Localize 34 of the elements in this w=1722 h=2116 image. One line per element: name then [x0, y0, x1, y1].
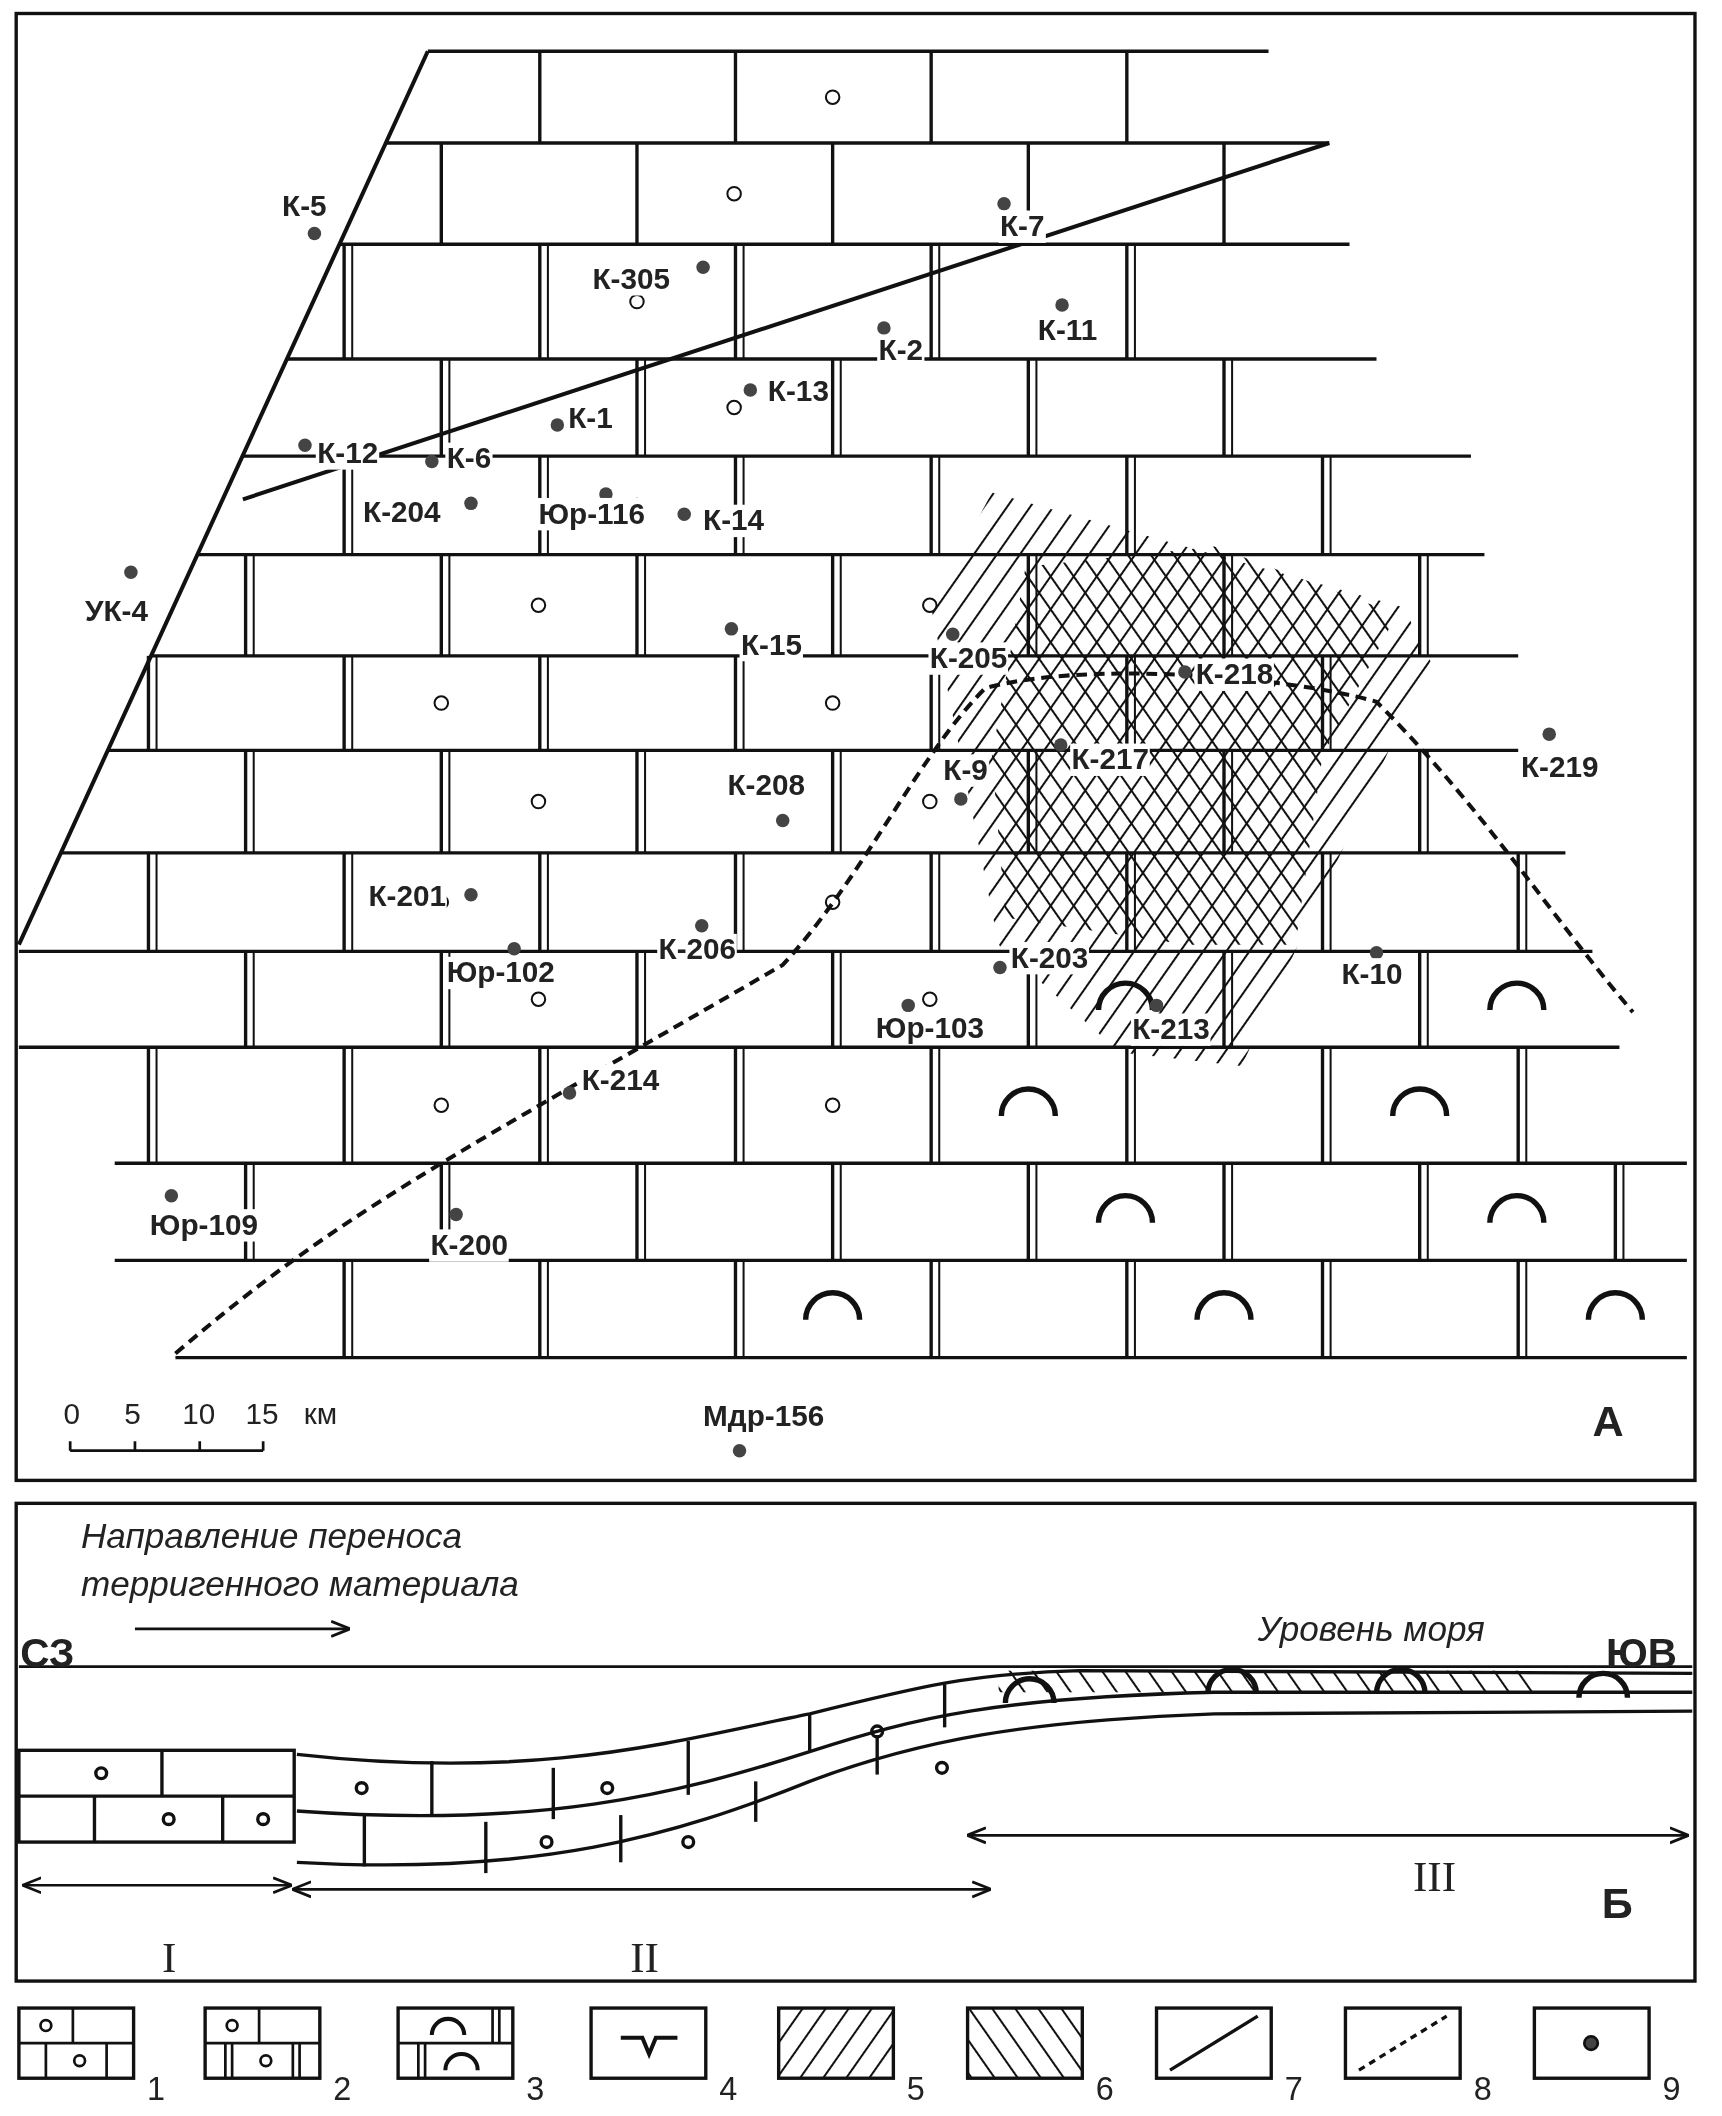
roman-numeral: II: [630, 1933, 659, 1982]
well-label: К-14: [701, 504, 766, 538]
well-label: К-203: [1009, 941, 1090, 975]
panel-letter: Б: [1601, 1879, 1633, 1928]
well-label: К-218: [1194, 658, 1275, 692]
direction-label: ЮВ: [1605, 1630, 1677, 1675]
panel-letter: А: [1592, 1398, 1624, 1446]
legend-number: 7: [1284, 2071, 1303, 2108]
well-label: Юр-109: [148, 1209, 260, 1242]
annotation-text: Направление переноса терригенного материала: [80, 1514, 520, 1608]
scale-number: 0: [63, 1398, 80, 1431]
well-label: Юр-102: [445, 956, 557, 990]
well-label: К-205: [928, 642, 1009, 675]
scale-number: 5: [124, 1398, 141, 1431]
legend-number: 3: [526, 2071, 545, 2108]
well-label: К-213: [1130, 1013, 1212, 1047]
legend-number: 1: [147, 2071, 166, 2108]
scale-number: 15: [245, 1398, 279, 1431]
scale-number: 10: [182, 1398, 216, 1431]
legend-number: 5: [906, 2071, 925, 2108]
legend-number: 4: [719, 2071, 738, 2108]
legend-number: 8: [1473, 2071, 1492, 2108]
scale-unit: км: [303, 1398, 338, 1431]
legend-number: 6: [1095, 2071, 1114, 2108]
legend-number: 2: [333, 2071, 352, 2108]
well-label: К-217: [1070, 743, 1151, 777]
direction-label: СЗ: [20, 1630, 75, 1675]
legend-number: 9: [1662, 2071, 1681, 2108]
well-label: Юр-116: [537, 497, 647, 531]
annotation-text: Уровень моря: [1257, 1609, 1485, 1649]
well-label: К-7: [998, 210, 1046, 244]
roman-numeral: I: [161, 1933, 177, 1982]
roman-numeral: III: [1412, 1852, 1457, 1901]
well-label: К-200: [429, 1229, 510, 1263]
